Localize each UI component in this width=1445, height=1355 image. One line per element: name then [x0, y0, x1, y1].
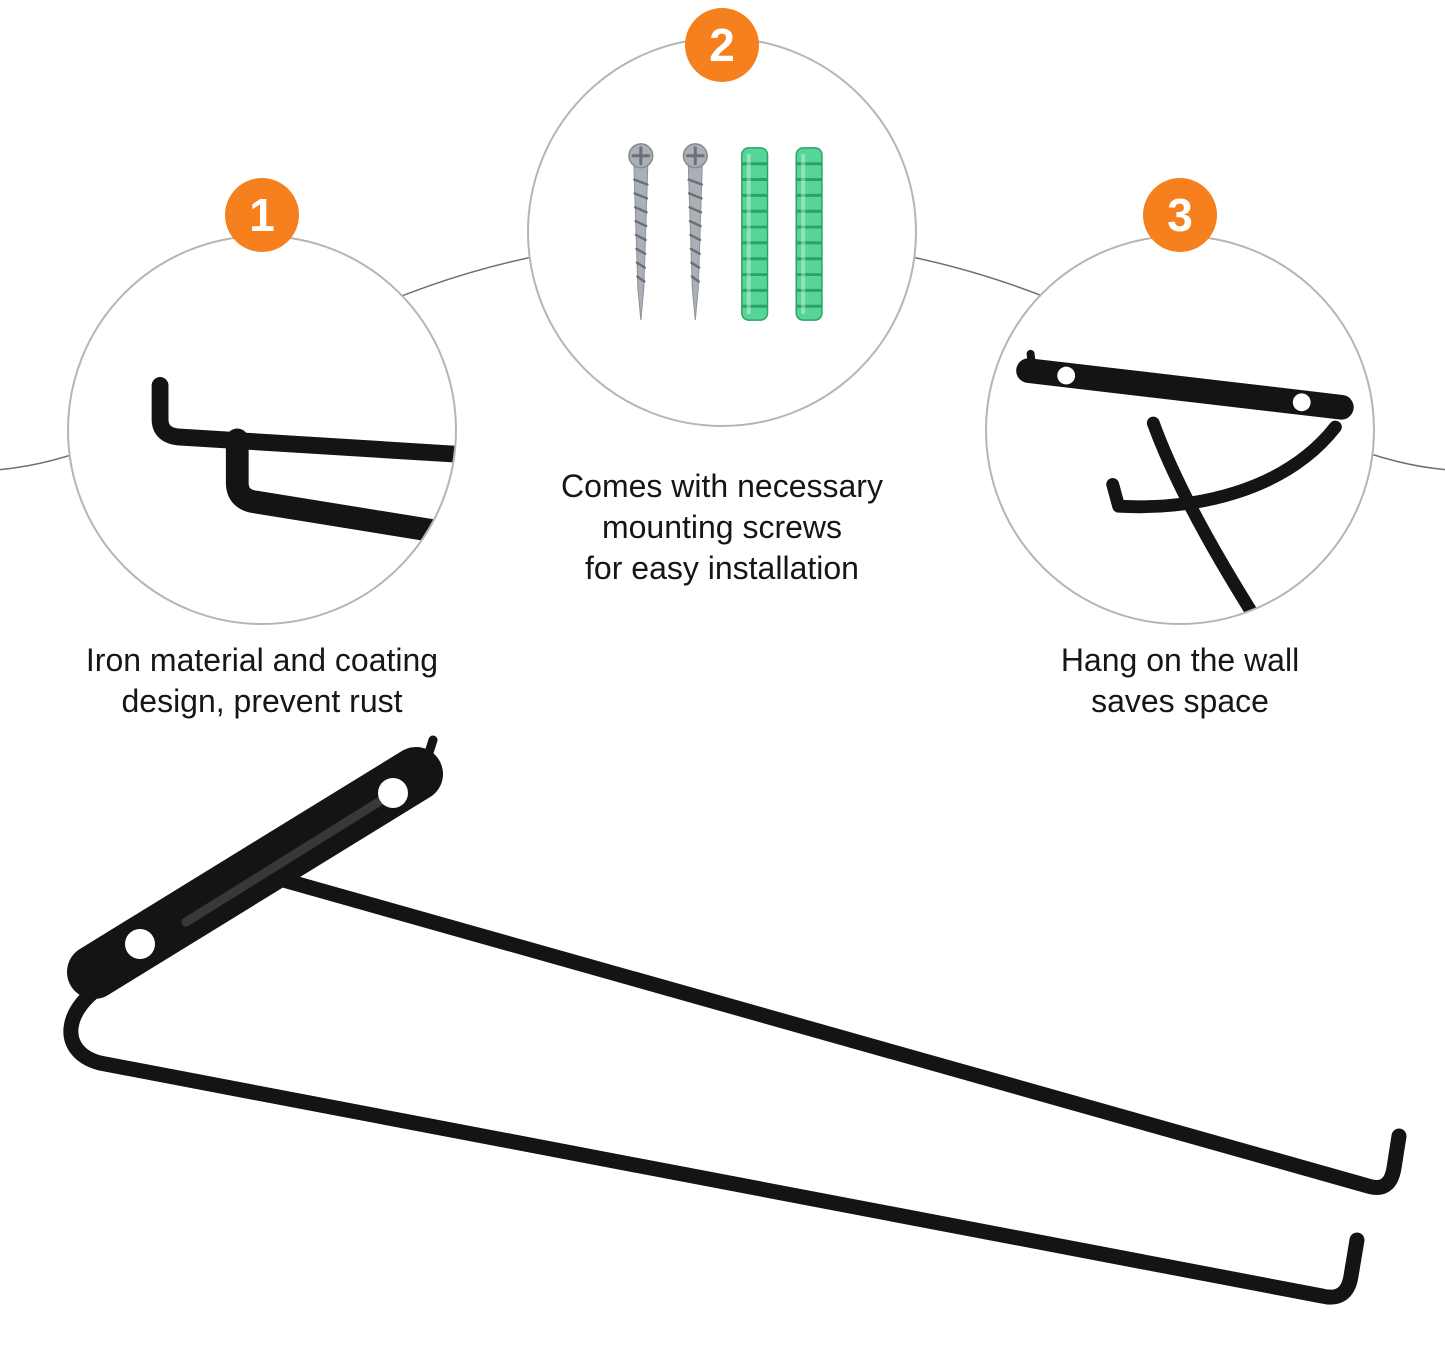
mounted-rack-image: [1016, 349, 1354, 623]
caption-line: for easy installation: [585, 550, 859, 586]
step-badge-1: 1: [225, 178, 299, 252]
feature-circle-hooks: [67, 235, 457, 625]
caption-line: mounting screws: [601, 509, 843, 545]
caption-line: design, prevent rust: [121, 683, 403, 719]
caption-line: Hang on the wall: [1060, 642, 1300, 678]
feature-caption-2: Comes with necessary mounting screws for…: [561, 466, 883, 589]
step-number-1: 1: [249, 189, 275, 241]
feature-circle-hardware: [527, 37, 917, 427]
caption-line: Iron material and coating: [85, 642, 439, 678]
feature-circle-mounted: [985, 235, 1375, 625]
caption-line: Comes with necessary: [561, 468, 883, 504]
step-badge-2: 2: [685, 8, 759, 82]
step-badge-3: 3: [1143, 178, 1217, 252]
step-number-2: 2: [709, 19, 735, 71]
caption-line: saves space: [1091, 683, 1269, 719]
screws-anchors-image: [627, 142, 824, 323]
feature-caption-3: Hang on the wall saves space: [1061, 640, 1299, 722]
feature-caption-1: Iron material and coating design, preven…: [86, 640, 438, 722]
hook-closeup-image: [151, 377, 455, 546]
step-number-3: 3: [1167, 189, 1193, 241]
